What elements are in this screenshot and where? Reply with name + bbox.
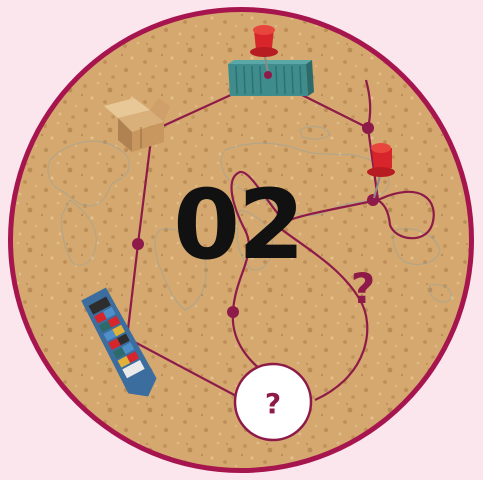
route-node: [227, 306, 239, 318]
route-node: [362, 122, 374, 134]
mystery-destination: ?: [235, 364, 311, 440]
question-mark-icon: ?: [351, 264, 375, 313]
route-node: [367, 194, 379, 206]
shipping-container-icon: [228, 60, 314, 96]
route-node: [132, 238, 144, 250]
question-mark-icon: ?: [265, 387, 281, 420]
badge-number: 02: [173, 169, 303, 281]
